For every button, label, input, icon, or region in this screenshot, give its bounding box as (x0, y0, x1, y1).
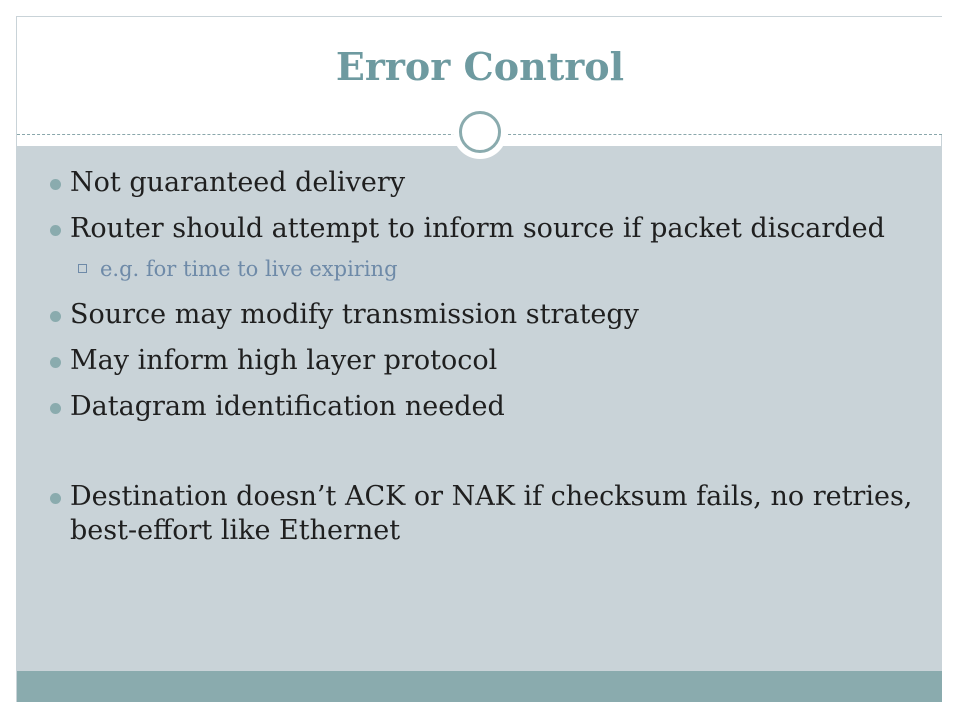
bullet-dot-icon (50, 225, 61, 236)
ring-icon (459, 111, 501, 153)
bullet-item: Not guaranteed delivery (48, 166, 928, 200)
circle-ornament-icon (453, 105, 507, 159)
slide-title: Error Control (335, 44, 625, 89)
bullet-dot-icon (50, 311, 61, 322)
bullet-item: Datagram identification needed (48, 390, 928, 424)
bullet-dot-icon (50, 179, 61, 190)
bullet-item: May inform high layer protocol (48, 344, 928, 378)
bullet-dot-icon (50, 403, 61, 414)
bullet-spacer (48, 436, 928, 480)
bullet-text: Router should attempt to inform source i… (70, 213, 885, 244)
bullet-dot-icon (50, 357, 61, 368)
bullet-text: May inform high layer protocol (70, 345, 498, 376)
bullet-text: Datagram identification needed (70, 391, 505, 422)
bullet-item: Router should attempt to inform source i… (48, 212, 928, 246)
bullet-item: Destination doesn’t ACK or NAK if checks… (48, 480, 928, 548)
bullet-list: Not guaranteed delivery Router should at… (48, 166, 928, 560)
sub-bullet-item: e.g. for time to live expiring (48, 254, 928, 284)
sub-bullet-square-icon (78, 264, 87, 273)
bullet-dot-icon (50, 493, 61, 504)
bullet-text: Not guaranteed delivery (70, 167, 406, 198)
footer-bar (17, 671, 942, 702)
bullet-text: Source may modify transmission strategy (70, 299, 639, 330)
bullet-text: Destination doesn’t ACK or NAK if checks… (70, 481, 913, 546)
sub-bullet-text: e.g. for time to live expiring (100, 257, 398, 281)
bullet-item: Source may modify transmission strategy (48, 298, 928, 332)
content-area (17, 146, 942, 671)
